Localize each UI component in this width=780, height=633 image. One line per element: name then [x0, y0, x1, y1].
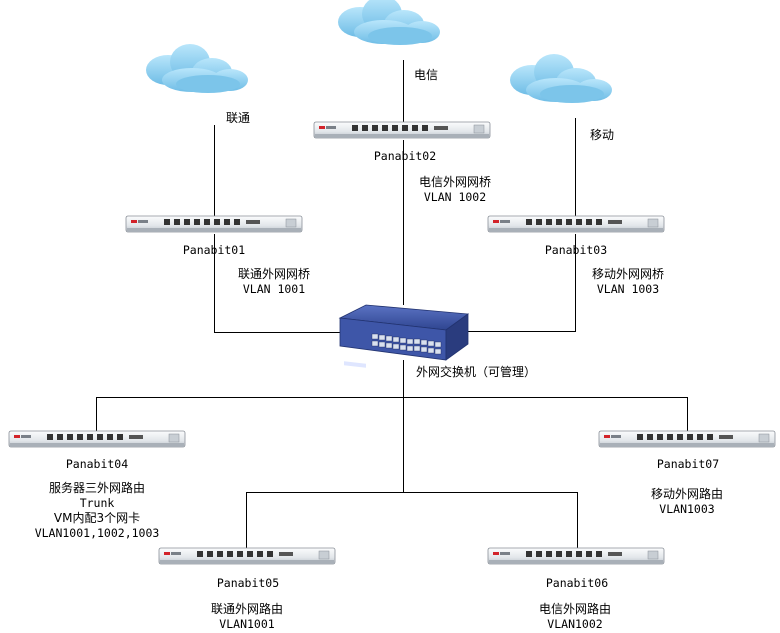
device-panabit06-vlan: VLAN1002 — [547, 617, 602, 631]
cloud-icon — [338, 0, 440, 45]
device-panabit04-role: 服务器三外网路由 — [49, 480, 145, 495]
device-panabit02-vlan: VLAN 1002 — [424, 190, 486, 204]
device-panabit02-name: Panabit02 — [374, 149, 436, 163]
cloud-mobile-label: 移动 — [590, 128, 614, 142]
device-panabit02 — [313, 121, 491, 139]
device-panabit04 — [8, 430, 186, 448]
device-panabit04-nics: VM内配3个网卡 — [54, 511, 140, 525]
device-panabit04-trunk: Trunk — [80, 496, 115, 510]
appliance-icon — [598, 430, 776, 448]
switch-label: 外网交换机（可管理） — [416, 364, 536, 379]
device-panabit04-vlans: VLAN1001,1002,1003 — [35, 526, 160, 540]
device-panabit05-name: Panabit05 — [217, 576, 279, 590]
device-panabit02-role: 电信外网网桥 — [419, 175, 491, 189]
switch — [338, 304, 470, 368]
device-panabit01-role: 联通外网网桥 — [238, 267, 310, 281]
device-panabit05-role: 联通外网路由 — [211, 601, 283, 616]
device-panabit06 — [487, 547, 665, 565]
device-panabit03-name: Panabit03 — [545, 243, 607, 257]
wire-p03-switch — [466, 234, 576, 332]
device-panabit07 — [598, 430, 776, 448]
device-panabit01-name: Panabit01 — [183, 243, 245, 257]
cloud-icon — [510, 54, 612, 103]
wire-p01-switch — [214, 234, 340, 333]
switch-icon — [338, 304, 470, 368]
appliance-icon — [125, 215, 303, 233]
appliance-icon — [487, 547, 665, 565]
device-panabit01 — [125, 215, 303, 233]
device-panabit06-name: Panabit06 — [546, 576, 608, 590]
device-panabit03-role: 移动外网网桥 — [592, 267, 664, 281]
cloud-unicom-label: 联通 — [226, 111, 250, 125]
device-panabit03-vlan: VLAN 1003 — [597, 282, 659, 296]
wire-p05-p06-bus — [246, 492, 578, 548]
device-panabit06-role: 电信外网路由 — [539, 601, 611, 616]
cloud-mobile — [510, 54, 612, 103]
cloud-telecom — [338, 0, 440, 45]
device-panabit01-vlan: VLAN 1001 — [243, 282, 305, 296]
device-panabit04-name: Panabit04 — [66, 457, 128, 471]
appliance-icon — [158, 547, 336, 565]
device-panabit07-vlan: VLAN1003 — [659, 502, 714, 516]
device-panabit05 — [158, 547, 336, 565]
wire-p04-p07-bus — [96, 397, 688, 431]
appliance-icon — [313, 121, 491, 139]
cloud-telecom-label: 电信 — [414, 68, 438, 82]
device-panabit07-name: Panabit07 — [657, 457, 719, 471]
connection-lines — [96, 60, 688, 548]
device-panabit03 — [487, 215, 665, 233]
device-panabit07-role: 移动外网路由 — [651, 486, 723, 501]
appliance-icon — [487, 215, 665, 233]
cloud-unicom — [146, 44, 248, 93]
cloud-icon — [146, 44, 248, 93]
appliance-icon — [8, 430, 186, 448]
device-panabit05-vlan: VLAN1001 — [219, 617, 274, 631]
